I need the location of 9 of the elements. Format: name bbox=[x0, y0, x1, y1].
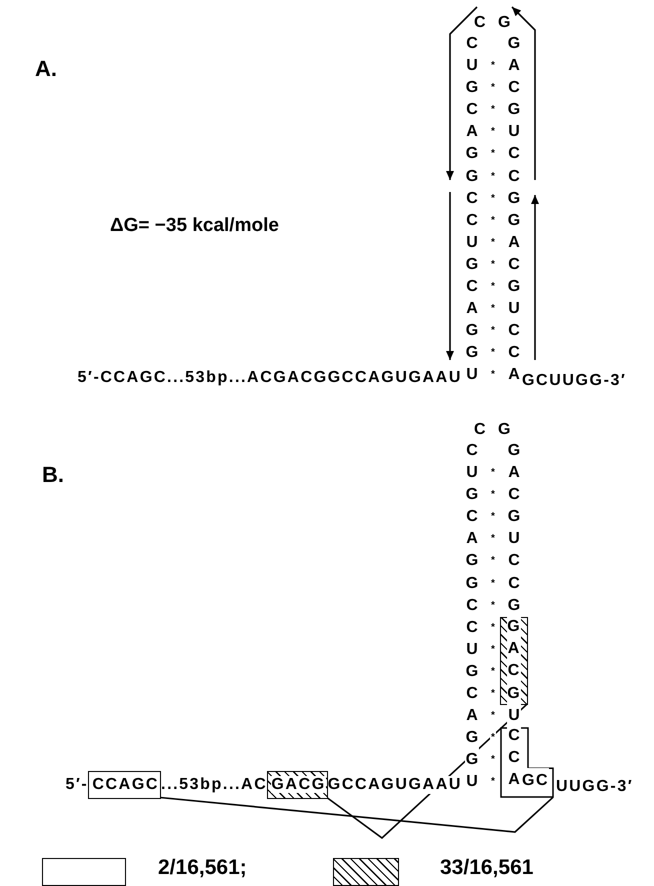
l-shaped-box bbox=[500, 727, 554, 798]
sequence-text: GCCAGUGAAU bbox=[328, 776, 462, 794]
sequence-text: ...53bp...AC bbox=[161, 776, 268, 794]
hatched-box: GACG bbox=[267, 770, 328, 798]
legend-text: 2/16,561; bbox=[158, 856, 247, 880]
legend-text: 33/16,561 bbox=[440, 856, 534, 880]
hatched-box: GACG bbox=[500, 616, 528, 706]
boxed-sequence: CCAGC bbox=[88, 770, 162, 798]
connector-line bbox=[160, 796, 554, 833]
